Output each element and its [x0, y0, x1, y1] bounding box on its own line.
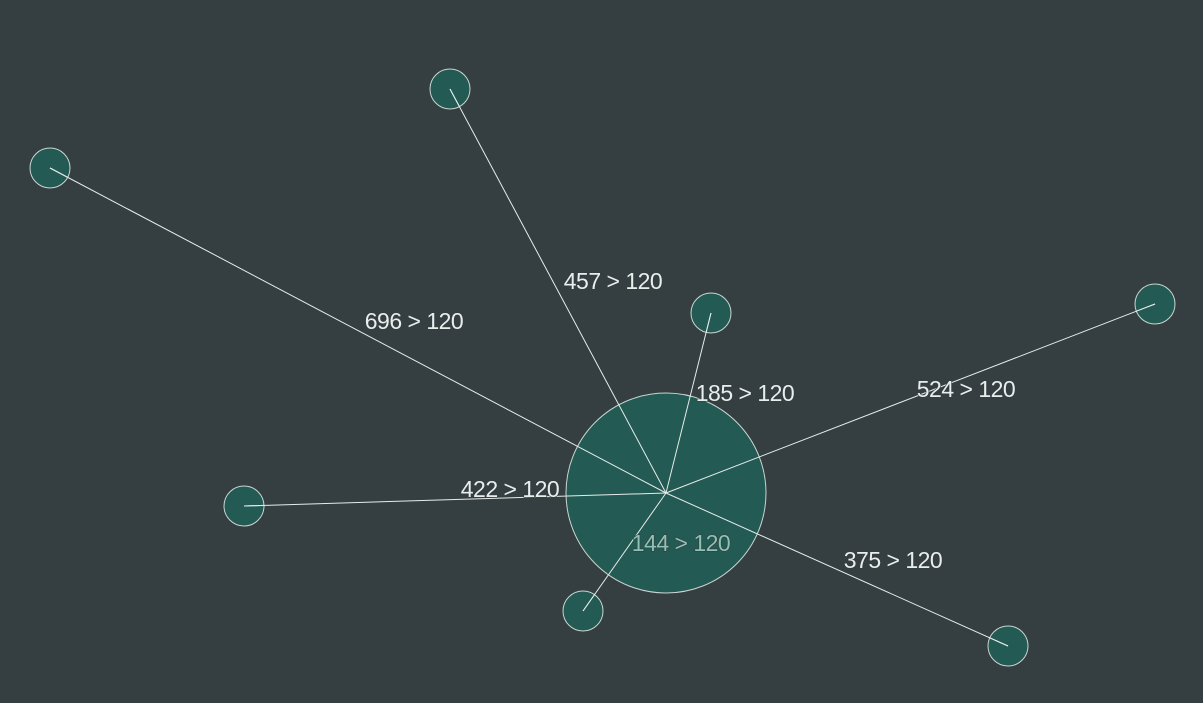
edge-label-n1: 457 > 120: [564, 268, 662, 294]
edge-label-n2: 696 > 120: [365, 308, 463, 334]
edge-tick-n6: [582, 594, 595, 612]
edge-label-n6: 144 > 120: [632, 530, 730, 556]
edge-tick-n7: [989, 637, 1009, 647]
edge-n1: [449, 88, 667, 494]
edge-tick-n2: [49, 167, 68, 178]
edge-tick-n4: [1136, 303, 1156, 312]
edge-label-n3: 185 > 120: [696, 380, 794, 406]
edge-n3: [665, 312, 712, 494]
edge-n5: [243, 492, 667, 507]
edge-n4: [665, 303, 1156, 494]
edge-labels-layer: 457 > 120 696 > 120 185 > 120 524 > 120 422 …: [49, 88, 1156, 647]
edge-label-n7: 375 > 120: [844, 547, 942, 573]
edge-tick-n3: [705, 312, 712, 333]
edge-label-n5: 422 > 120: [461, 476, 559, 502]
nodes-layer: [29, 68, 1176, 667]
edge-n6: [582, 492, 667, 612]
edges-layer: [49, 88, 1156, 647]
edge-n7: [665, 492, 1009, 647]
edge-n2: [49, 167, 667, 494]
edge-tick-n1: [449, 88, 460, 107]
edge-tick-n5: [243, 504, 265, 507]
edge-label-n4: 524 > 120: [917, 376, 1015, 402]
